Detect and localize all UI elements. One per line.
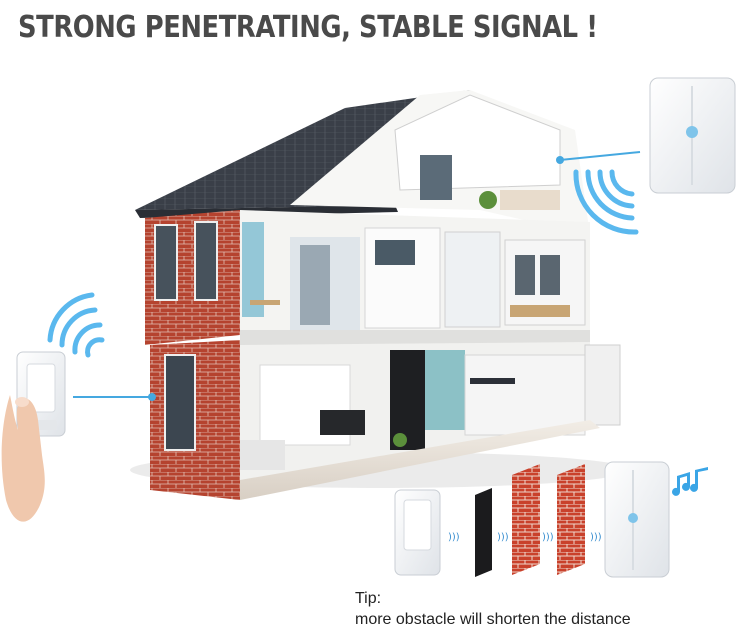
svg-text:))): ))) bbox=[448, 532, 460, 543]
headline: STRONG PENETRATING, STABLE SIGNAL ! bbox=[18, 10, 598, 45]
obstacle-diagram: ))) ))) ))) ))) bbox=[394, 461, 670, 578]
tip-text: more obstacle will shorten the distance bbox=[355, 611, 631, 628]
svg-text:))): ))) bbox=[590, 532, 602, 543]
music-notes-icon bbox=[672, 467, 708, 496]
tip-note: Tip: more obstacle will shorten the dist… bbox=[355, 588, 631, 630]
black-panel-obstacle bbox=[475, 488, 492, 577]
signal-line-right bbox=[559, 151, 641, 161]
signal-dot-right bbox=[556, 156, 564, 164]
svg-text:))): ))) bbox=[497, 532, 509, 543]
svg-text:))): ))) bbox=[542, 532, 554, 543]
doorbell-transmitter-hand bbox=[1, 351, 66, 522]
doorbell-receiver bbox=[649, 77, 736, 194]
tip-label: Tip: bbox=[355, 590, 382, 607]
brick-wall-obstacle-2 bbox=[557, 464, 585, 575]
signal-wave-icon bbox=[573, 169, 639, 235]
signal-dot-left bbox=[148, 393, 156, 401]
house bbox=[130, 90, 630, 500]
brick-wall-obstacle-1 bbox=[512, 464, 540, 575]
signal-wave-icon bbox=[47, 292, 105, 358]
